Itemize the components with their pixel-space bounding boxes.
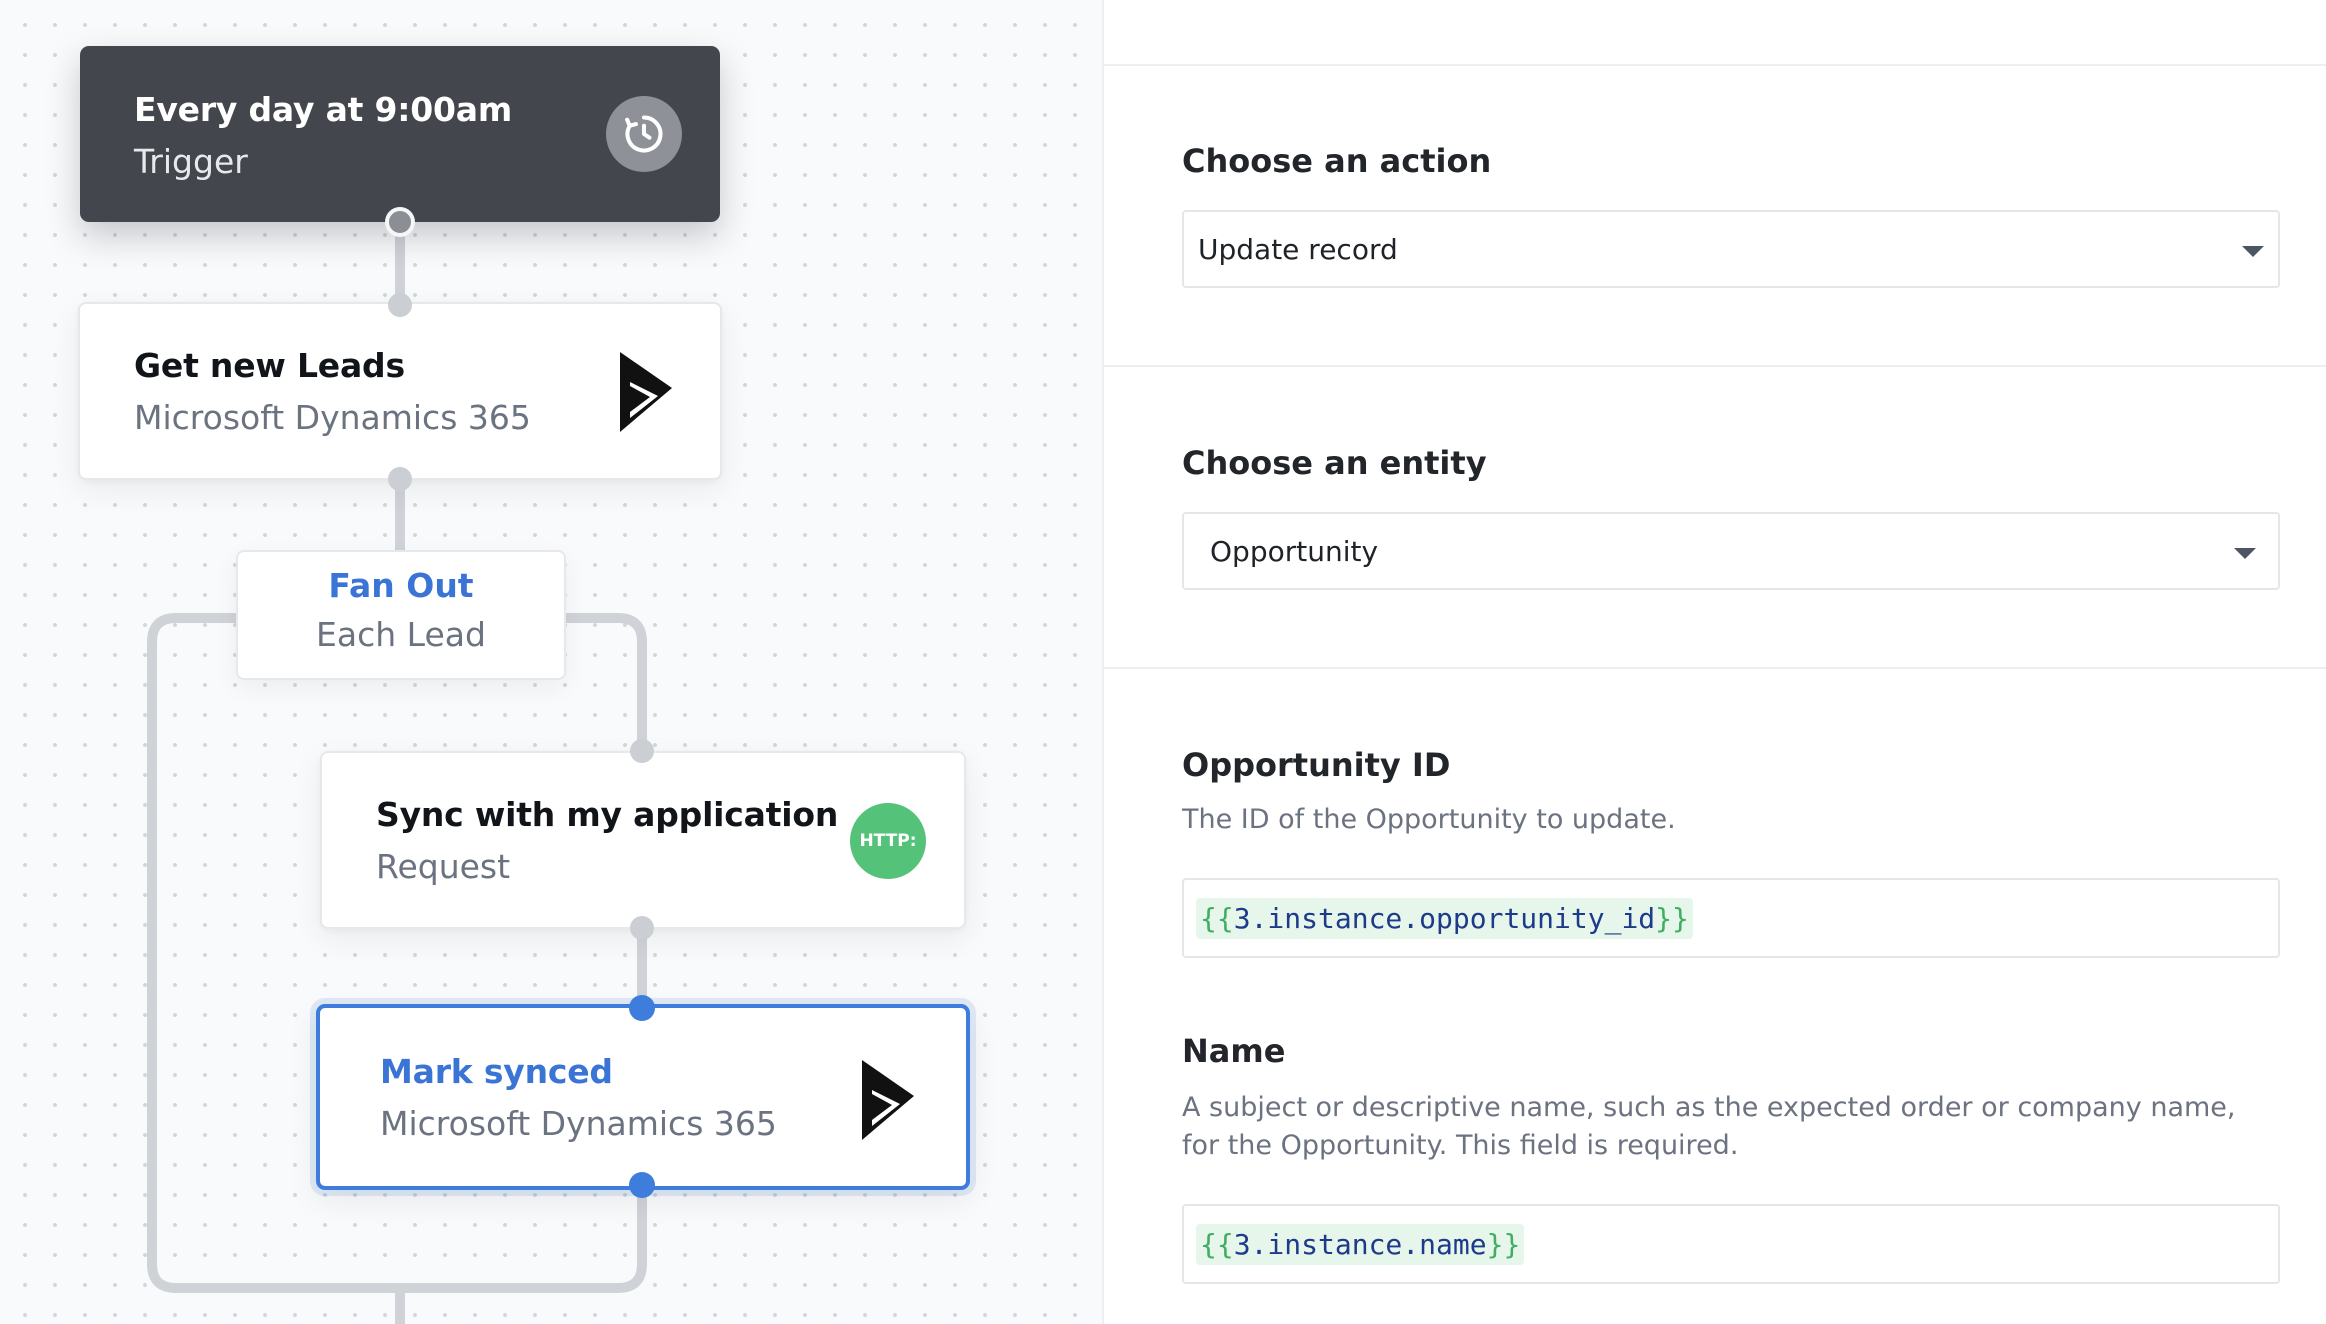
sync-title: Sync with my application: [376, 795, 839, 834]
token-close-brace: }}: [1655, 902, 1689, 935]
entity-select-value: Opportunity: [1210, 535, 1379, 568]
trigger-output-port[interactable]: [385, 207, 415, 237]
sync-with-application-node[interactable]: Sync with my application Request HTTP:: [320, 751, 966, 929]
choose-action-label: Choose an action: [1182, 142, 1492, 180]
token-open-brace: {{: [1200, 1228, 1234, 1261]
clock-icon: [606, 96, 682, 172]
entity-select[interactable]: Opportunity: [1182, 512, 2280, 590]
choose-entity-label: Choose an entity: [1182, 444, 1487, 482]
mark-synced-output-port[interactable]: [629, 1172, 655, 1198]
opportunity-id-help: The ID of the Opportunity to update.: [1182, 804, 1676, 835]
sync-input-port[interactable]: [630, 739, 654, 763]
token-open-brace: {{: [1200, 902, 1234, 935]
get-leads-subtitle: Microsoft Dynamics 365: [134, 398, 531, 437]
mark-synced-node[interactable]: Mark synced Microsoft Dynamics 365: [316, 1004, 970, 1190]
name-help: A subject or descriptive name, such as t…: [1182, 1092, 2236, 1161]
opportunity-id-token[interactable]: {{3.instance.opportunity_id}}: [1196, 898, 1693, 939]
token-close-brace: }}: [1486, 1228, 1521, 1261]
fan-out-title: Fan Out: [328, 566, 474, 605]
fanout-loop-left: [147, 613, 647, 1293]
dynamics-365-logo-icon: [862, 1060, 914, 1140]
step-config-panel: Choose an action Update record Choose an…: [1102, 0, 2326, 1324]
opportunity-id-label: Opportunity ID: [1182, 746, 1451, 784]
panel-divider: [1104, 64, 2326, 66]
leads-output-port[interactable]: [388, 467, 412, 491]
fan-out-subtitle: Each Lead: [316, 615, 486, 654]
get-new-leads-node[interactable]: Get new Leads Microsoft Dynamics 365: [78, 302, 722, 480]
fanout-loop-right: [561, 613, 647, 756]
fan-out-node[interactable]: Fan Out Each Lead: [236, 550, 566, 680]
leads-input-port[interactable]: [388, 293, 412, 317]
dynamics-365-logo-icon: [620, 352, 672, 432]
trigger-title: Every day at 9:00am: [134, 90, 513, 129]
token-expression: 3.instance.opportunity_id: [1233, 902, 1656, 935]
name-label: Name: [1182, 1032, 1286, 1070]
connector-lines: [147, 217, 647, 1324]
name-token[interactable]: {{3.instance.name}}: [1196, 1224, 1525, 1265]
workflow-canvas[interactable]: Every day at 9:00am Trigger Get new Lead…: [0, 0, 1102, 1324]
mark-synced-subtitle: Microsoft Dynamics 365: [380, 1104, 777, 1143]
sync-subtitle: Request: [376, 847, 511, 886]
panel-divider: [1104, 365, 2326, 367]
panel-divider: [1104, 667, 2326, 669]
mark-synced-title: Mark synced: [380, 1052, 613, 1091]
get-leads-title: Get new Leads: [134, 346, 405, 385]
action-select-value: Update record: [1198, 233, 1398, 266]
chevron-down-icon: [2234, 548, 2256, 559]
mark-synced-input-port[interactable]: [629, 995, 655, 1021]
action-select[interactable]: Update record: [1182, 210, 2280, 288]
trigger-node[interactable]: Every day at 9:00am Trigger: [80, 46, 720, 222]
sync-output-port[interactable]: [630, 916, 654, 940]
chevron-down-icon: [2242, 246, 2264, 257]
opportunity-id-input[interactable]: {{3.instance.opportunity_id}}: [1182, 878, 2280, 958]
name-input[interactable]: {{3.instance.name}}: [1182, 1204, 2280, 1284]
http-icon: HTTP:: [850, 803, 926, 879]
trigger-subtitle: Trigger: [134, 142, 248, 181]
token-expression: 3.instance.name: [1233, 1228, 1487, 1261]
